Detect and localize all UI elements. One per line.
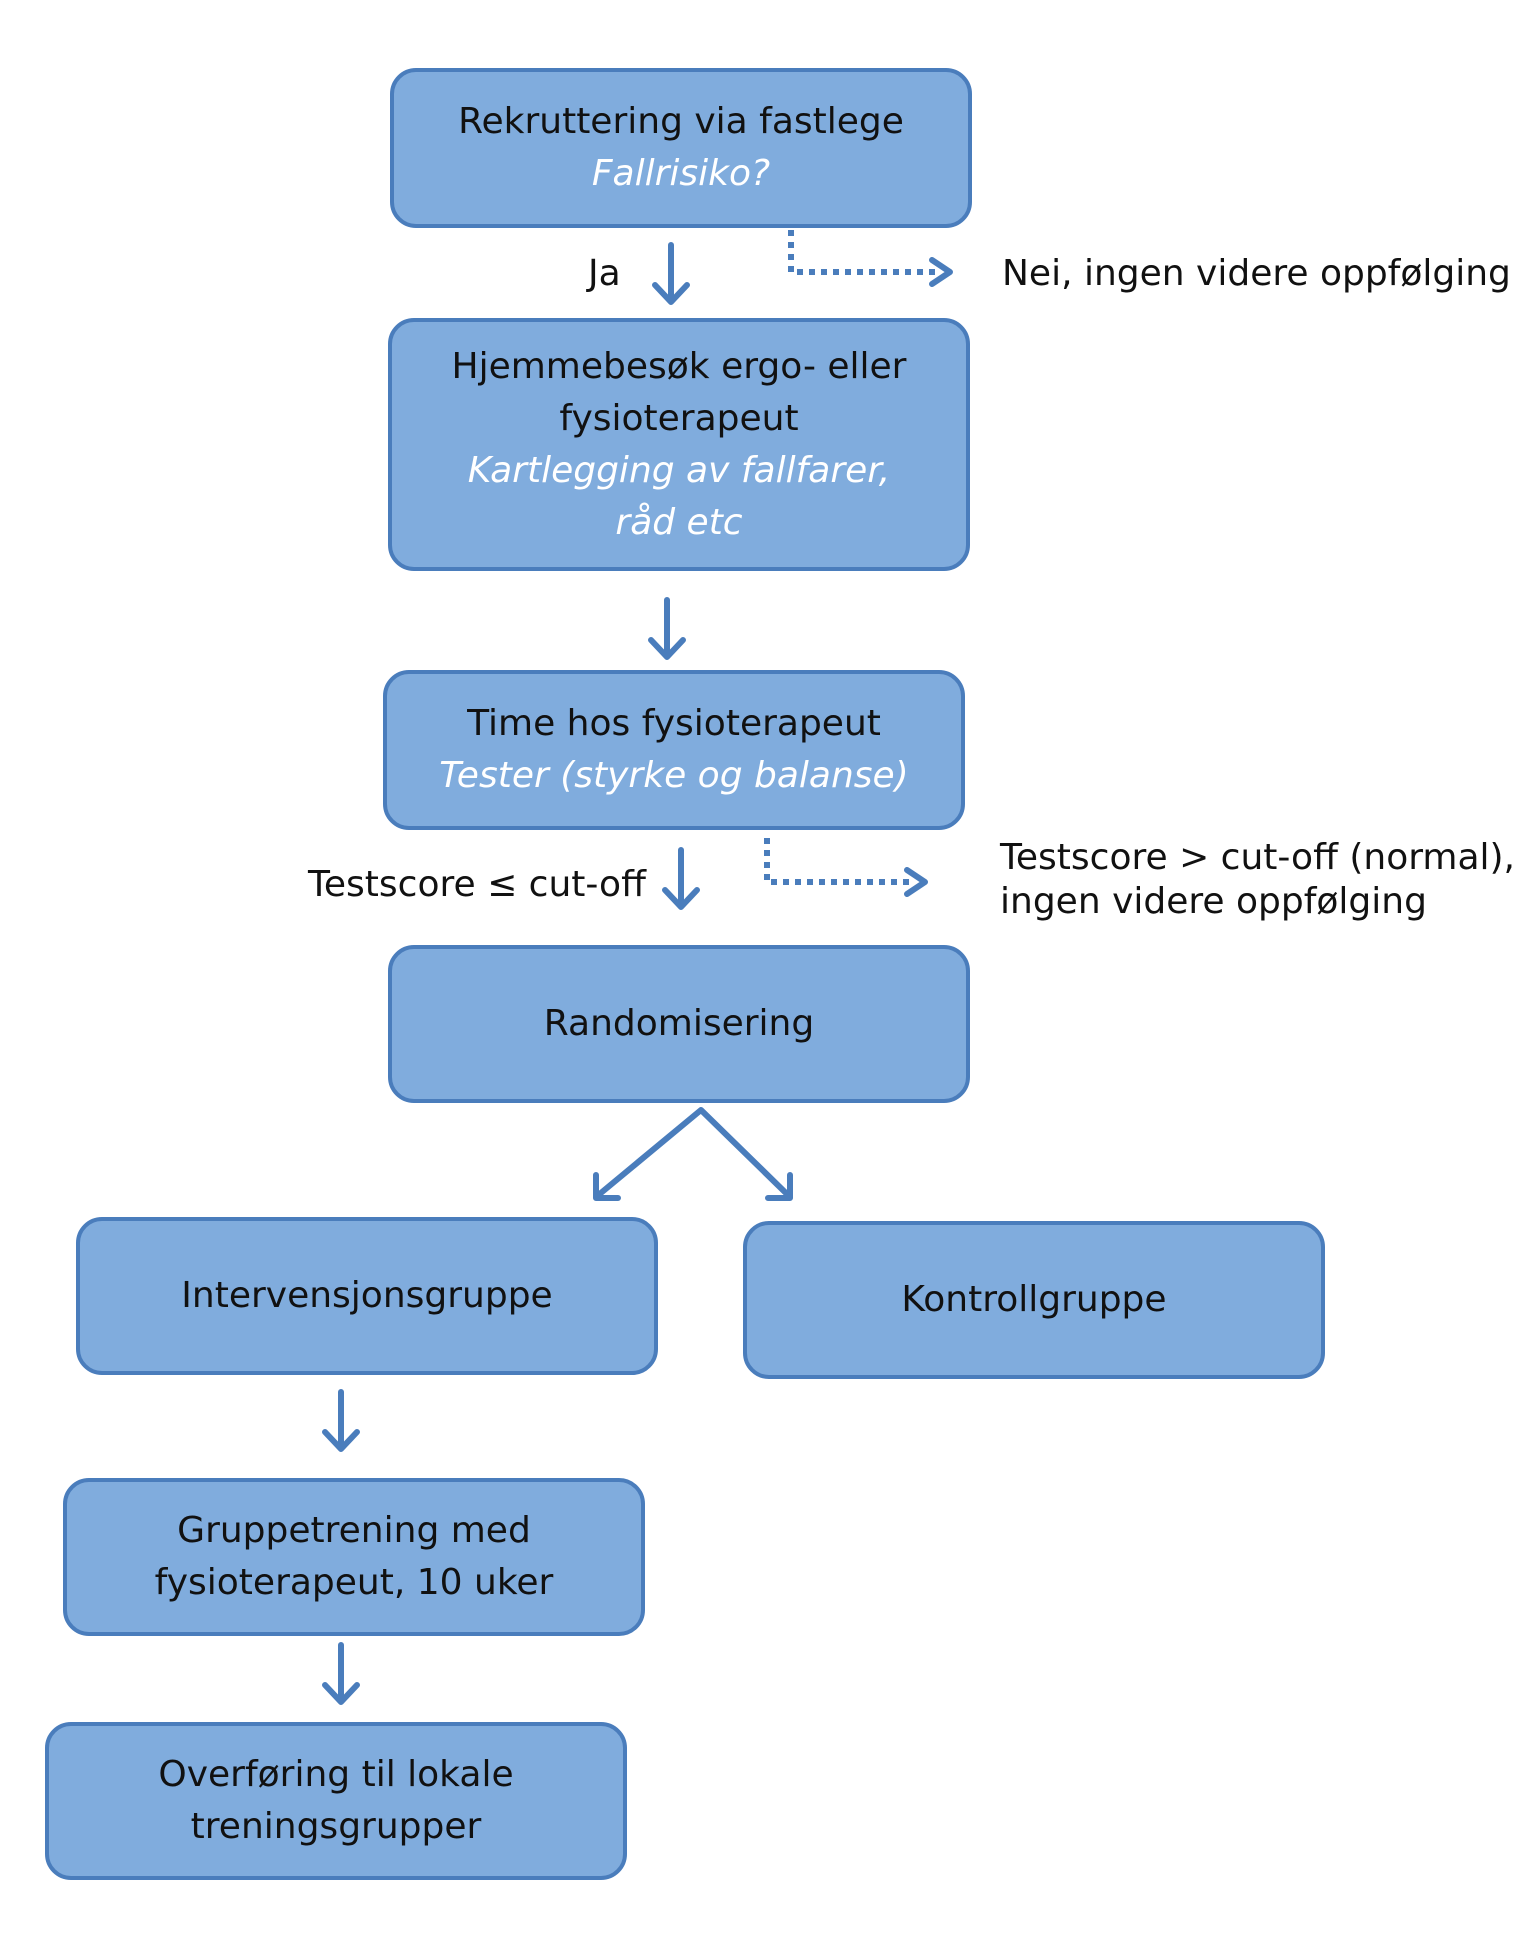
dotted-arrow-nei bbox=[788, 230, 940, 275]
node-intervensjon: Intervensjonsgruppe bbox=[76, 1217, 658, 1375]
label-ja: Ja bbox=[588, 253, 621, 294]
node-randomisering: Randomisering bbox=[388, 945, 970, 1103]
label-nei: Nei, ingen videre oppfølging bbox=[1002, 253, 1511, 294]
node-time-sub: Tester (styrke og balanse) bbox=[439, 755, 909, 796]
node-overforing: Overføring til lokale treningsgrupper bbox=[45, 1722, 627, 1880]
node-overforing-line1: Overføring til lokale bbox=[158, 1754, 514, 1795]
node-time-title: Time hos fysioterapeut bbox=[467, 703, 881, 744]
node-gruppetrening-line1: Gruppetrening med bbox=[177, 1510, 531, 1551]
node-randomisering-title: Randomisering bbox=[543, 1003, 815, 1044]
label-testscore-high2: ingen videre oppfølging bbox=[1000, 881, 1427, 922]
dotted-arrow-nei-head bbox=[929, 257, 953, 287]
node-hjemmebesok-sub2: råd etc bbox=[615, 501, 743, 543]
node-rekruttering-sub: Fallrisiko? bbox=[591, 153, 771, 194]
node-intervensjon-title: Intervensjonsgruppe bbox=[181, 1275, 553, 1316]
node-kontroll-title: Kontrollgruppe bbox=[901, 1279, 1167, 1320]
arrow-intervensjon-to-gruppetrening bbox=[322, 1389, 360, 1452]
label-testscore-low: Testscore ≤ cut-off bbox=[308, 864, 646, 905]
node-hjemmebesok: Hjemmebesøk ergo- eller fysioterapeut Ka… bbox=[388, 318, 970, 571]
node-gruppetrening: Gruppetrening med fysioterapeut, 10 uker bbox=[63, 1478, 645, 1636]
label-testscore-high1: Testscore > cut-off (normal), bbox=[1000, 837, 1516, 878]
arrow-ja bbox=[652, 242, 690, 305]
arrow-randomisering-split bbox=[593, 1107, 793, 1201]
node-rekruttering: Rekruttering via fastlege Fallrisiko? bbox=[390, 68, 972, 228]
node-hjemmebesok-title1: Hjemmebesøk ergo- eller bbox=[451, 345, 907, 387]
node-rekruttering-title: Rekruttering via fastlege bbox=[458, 101, 904, 142]
dotted-arrow-testscore-high bbox=[764, 838, 915, 885]
arrow-hjemmebesok-to-time bbox=[648, 597, 686, 660]
node-gruppetrening-line2: fysioterapeut, 10 uker bbox=[154, 1562, 554, 1603]
node-overforing-line2: treningsgrupper bbox=[190, 1806, 482, 1847]
dotted-arrow-testscore-high-head bbox=[904, 867, 928, 897]
node-hjemmebesok-sub1: Kartlegging av fallfarer, bbox=[467, 449, 891, 491]
node-time: Time hos fysioterapeut Tester (styrke og… bbox=[383, 670, 965, 830]
node-kontroll: Kontrollgruppe bbox=[743, 1221, 1325, 1379]
arrow-gruppetrening-to-overforing bbox=[322, 1642, 360, 1705]
node-hjemmebesok-title2: fysioterapeut bbox=[559, 397, 799, 439]
arrow-testscore-low bbox=[662, 847, 700, 910]
